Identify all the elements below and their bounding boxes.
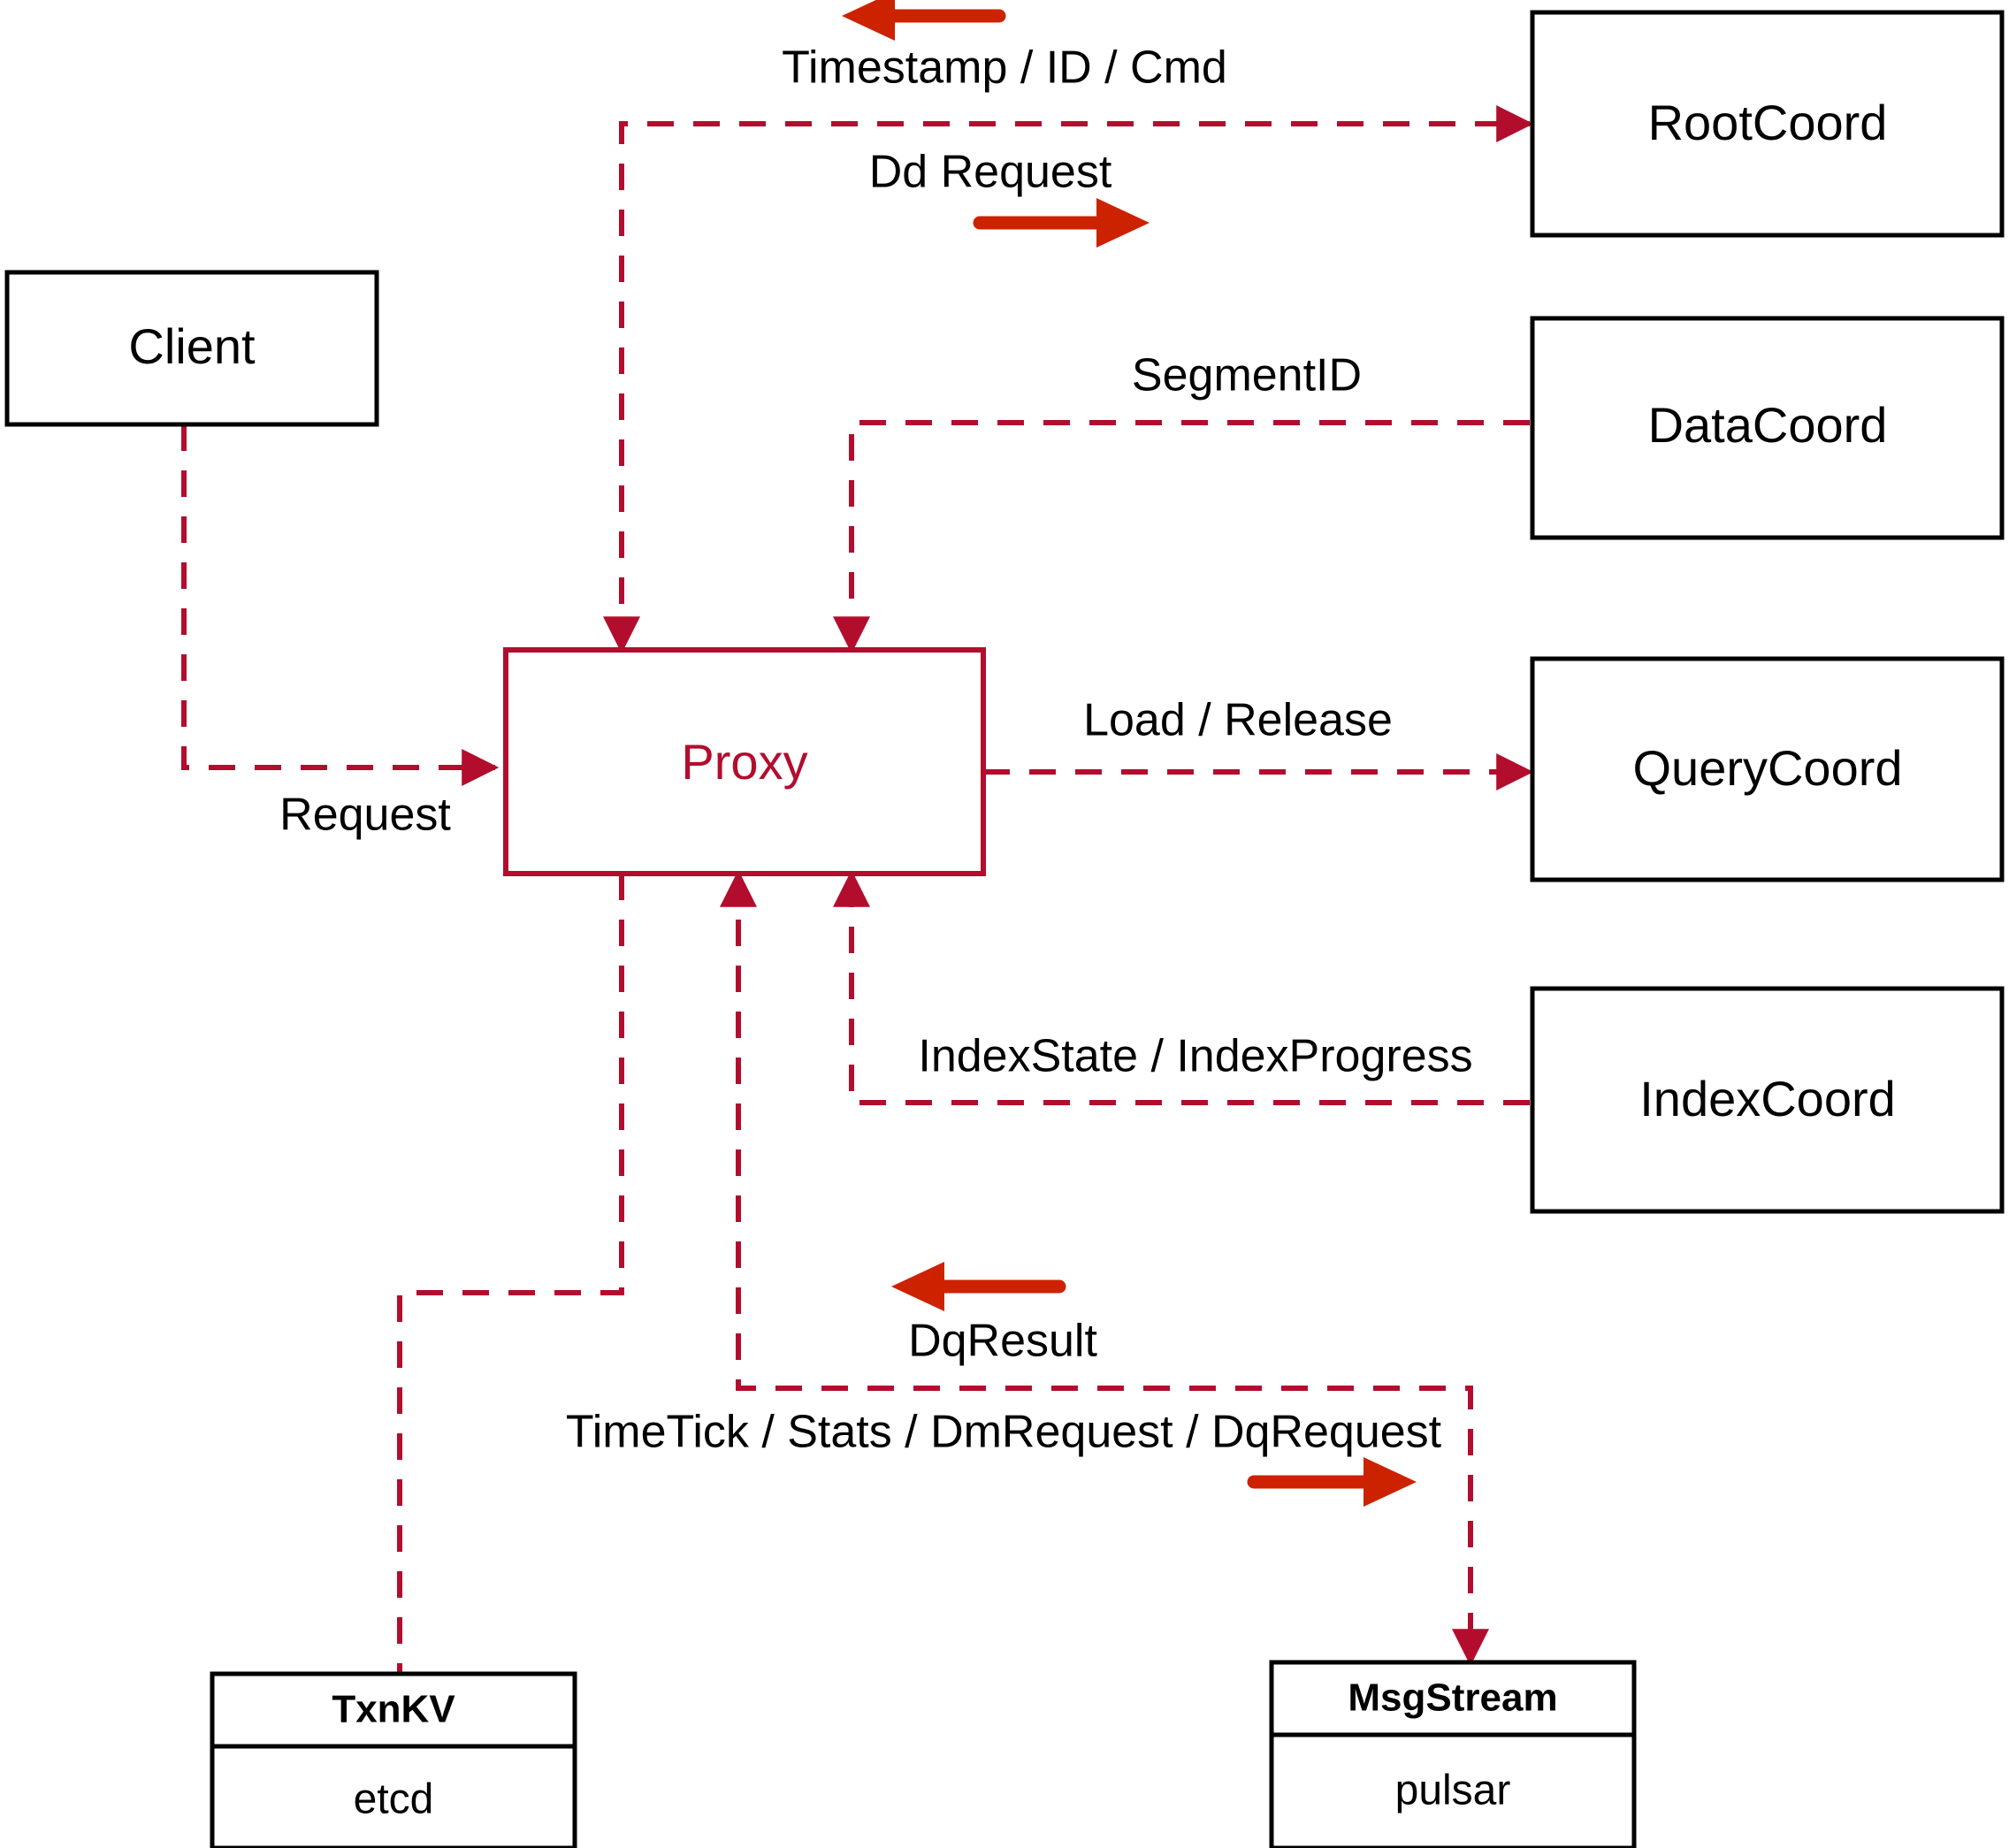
edge-label-dq-result: DqResult: [908, 1316, 1097, 1367]
node-querycoord[interactable]: [1530, 656, 2005, 882]
edge-label-request: Request: [279, 790, 451, 841]
node-rootcoord[interactable]: [1530, 10, 2005, 238]
node-rootcoord-label: RootCoord: [1648, 95, 1888, 150]
node-msgstream-label: MsgStream: [1348, 1676, 1557, 1720]
node-client[interactable]: [4, 270, 379, 427]
node-client-label: Client: [128, 318, 256, 374]
edge-label-segment-id: SegmentID: [1132, 350, 1362, 401]
edge-line-datacoord: [833, 420, 1530, 654]
node-indexcoord-label: IndexCoord: [1639, 1071, 1896, 1126]
node-indexcoord[interactable]: [1530, 986, 2005, 1214]
node-datacoord-label: DataCoord: [1648, 397, 1888, 453]
edge-line-msgstream: [720, 869, 1489, 1667]
node-querycoord-label: QueryCoord: [1632, 740, 1902, 796]
edge-line-request: [181, 424, 500, 786]
node-txnkv-impl: etcd: [354, 1776, 434, 1823]
edge-label-timetick-stats: TimeTick / Stats / DmRequest / DqRequest: [566, 1407, 1442, 1458]
node-msgstream[interactable]: [1269, 1660, 1637, 1848]
direction-arrow-right-timetick: [1247, 1457, 1417, 1507]
direction-arrow-left-timestamp: [842, 0, 1006, 41]
edge-label-load-release: Load / Release: [1083, 695, 1393, 746]
edge-label-dd-request: Dd Request: [869, 147, 1112, 198]
edge-label-index-state-progress: IndexState / IndexProgress: [918, 1031, 1472, 1082]
node-txnkv-label: TxnKV: [332, 1688, 455, 1731]
edge-label-timestamp-id-cmd: Timestamp / ID / Cmd: [782, 42, 1227, 94]
direction-arrow-right-ddrequest: [973, 198, 1150, 248]
direction-arrow-left-dqresult: [891, 1262, 1066, 1311]
node-proxy-label: Proxy: [681, 734, 807, 790]
node-proxy[interactable]: [503, 647, 986, 876]
edge-line-rootcoord: [603, 105, 1534, 654]
edge-line-txnkv: [397, 874, 624, 1674]
node-datacoord[interactable]: [1530, 316, 2005, 540]
node-txnkv[interactable]: [210, 1671, 577, 1848]
node-msgstream-impl: pulsar: [1395, 1768, 1511, 1814]
